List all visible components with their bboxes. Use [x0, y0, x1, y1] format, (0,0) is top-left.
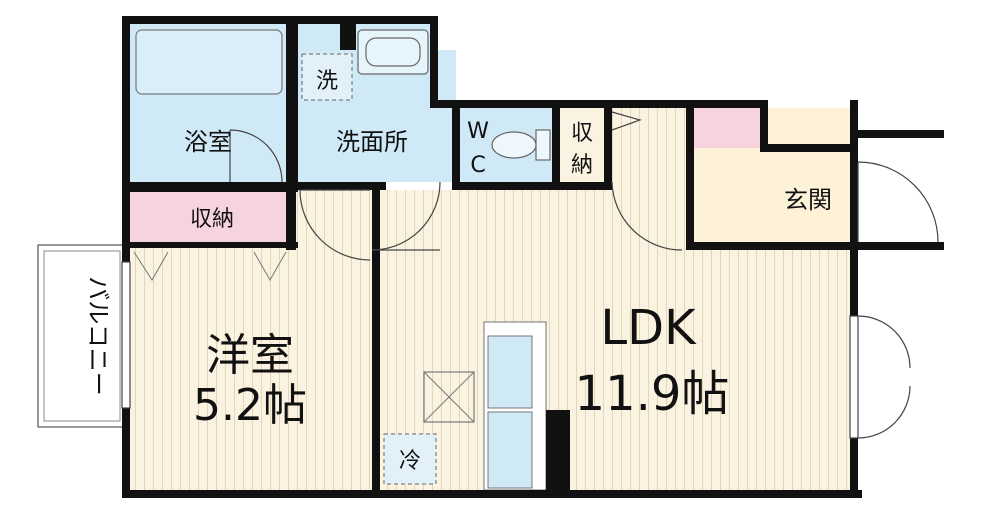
bathtub [135, 29, 283, 95]
label-western-size: 5.2帖 [193, 380, 307, 431]
washer-spot [301, 53, 353, 101]
label-closet: 収納 [190, 207, 234, 232]
label-ldk-size: 11.9帖 [575, 366, 730, 422]
toilet-tank [535, 129, 551, 161]
kitchen-sink [487, 335, 533, 409]
western-room-floor [128, 246, 374, 492]
label-storage-b: 納 [571, 153, 593, 178]
label-entrance: 玄関 [784, 186, 832, 214]
sink-basin [365, 37, 421, 67]
label-washroom: 洗面所 [336, 128, 408, 156]
walls [122, 16, 944, 498]
fridge-spot [383, 433, 437, 485]
shoe-cabinet [694, 108, 768, 148]
label-fridge: 冷 [399, 449, 421, 474]
pillar-box-diag-2 [423, 371, 475, 423]
label-washer: 洗 [316, 69, 338, 94]
windows [121, 261, 859, 439]
label-western-name: 洋室 [206, 330, 294, 381]
kitchen-column [546, 410, 570, 492]
western-room-upper-floor [296, 190, 374, 250]
pillar-box [423, 371, 475, 423]
sink [357, 29, 429, 75]
balcony-area [37, 244, 127, 428]
closet-area [128, 192, 290, 242]
label-ldk-name: LDK [600, 300, 697, 356]
ldk-upper-floor [610, 108, 690, 196]
label-wc-c: C [470, 153, 485, 178]
door-swings [229, 111, 939, 439]
storage-small [560, 108, 604, 182]
toilet-bowl [491, 131, 537, 159]
closet-doors [133, 251, 287, 282]
label-wc-w: W [467, 119, 489, 144]
label-balcony: バルコニー [84, 276, 112, 396]
label-bath: 浴室 [184, 128, 232, 156]
kitchen-stove [487, 411, 533, 489]
label-storage-a: 収 [571, 121, 593, 146]
balcony-rail [43, 250, 121, 422]
